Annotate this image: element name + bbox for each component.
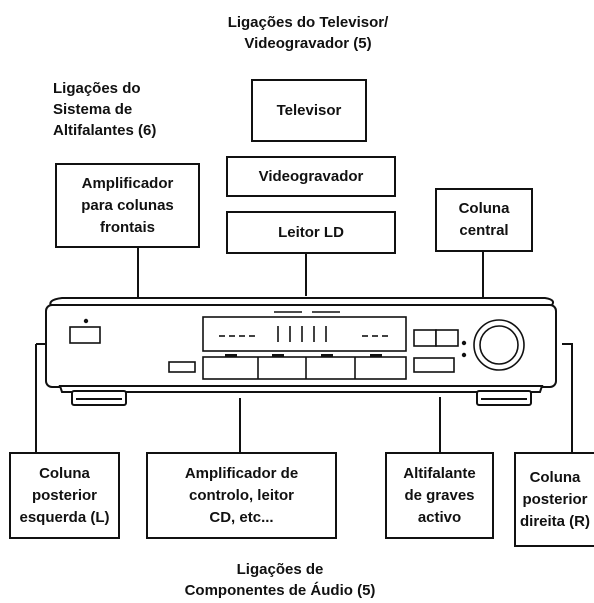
box-televisor: Televisor [251,79,367,142]
receiver-feet [71,390,532,406]
mode-button-1 [413,329,437,347]
label-amplificador-frontais: Amplificador para colunas frontais [81,174,174,236]
box-coluna-posterior-esquerda: Coluna posterior esquerda (L) [9,452,120,539]
box-coluna-central: Coluna central [435,188,533,252]
box-amplificador-frontais: Amplificador para colunas frontais [55,163,200,248]
box-leitor-ld: Leitor LD [226,211,396,254]
heading-tv-vcr-connections: Ligações do Televisor/ Videogravador (5) [227,14,389,52]
label-coluna-posterior-esquerda: Coluna posterior esquerda (L) [19,464,110,526]
selector-buttons [202,356,407,380]
label-amplificador-controlo: Amplificador de controlo, leitor CD, etc… [184,464,299,526]
heading-audio-component-connections: Ligações de Componentes de Áudio (5) [184,561,376,599]
box-coluna-posterior-direita: Coluna posterior direita (R) [514,452,594,547]
label-televisor: Televisor [276,101,342,119]
box-amplificador-controlo: Amplificador de controlo, leitor CD, etc… [146,452,337,539]
label-leitor-ld: Leitor LD [278,223,344,241]
display-window [202,316,407,352]
label-altifalante-graves: Altifalante de graves activo [403,464,476,526]
mode-button-3 [413,357,455,373]
line-rear-right [562,343,573,453]
label-coluna-central: Coluna central [458,200,510,239]
label-coluna-posterior-direita: Coluna posterior direita (R) [519,468,590,530]
label-videogravador: Videogravador [258,167,364,185]
power-button [69,326,101,344]
box-videogravador: Videogravador [226,156,396,197]
mode-button-2 [435,329,459,347]
box-altifalante-graves: Altifalante de graves activo [385,452,494,539]
indicator-slot [168,361,196,373]
heading-speaker-system-connections: Ligações do Sistema de Altifalantes (6) [53,80,157,139]
